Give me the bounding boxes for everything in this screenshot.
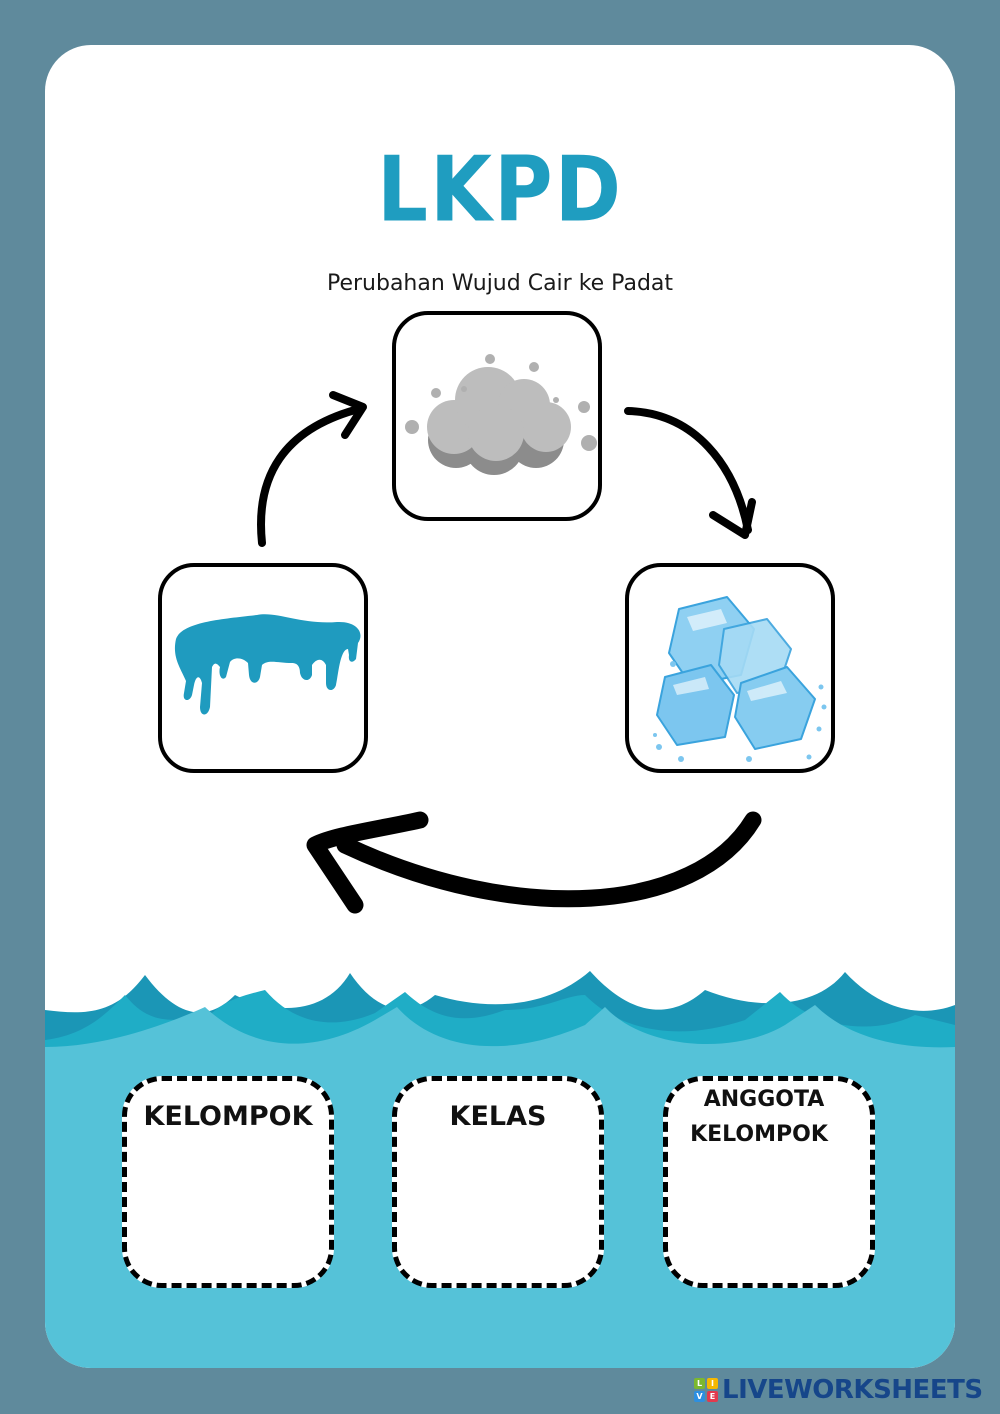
liveworksheets-logo-icon: L I V E <box>694 1378 718 1402</box>
liveworksheets-brand[interactable]: L I V E LIVEWORKSHEETS <box>694 1374 983 1406</box>
curved-arrow-left-icon <box>306 811 762 914</box>
dripping-liquid-icon <box>174 614 361 715</box>
worksheet-card: LKPD Perubahan Wujud Cair ke Padat <box>45 45 955 1368</box>
page-subtitle: Perubahan Wujud Cair ke Padat <box>326 271 674 296</box>
class-field-label: KELAS <box>449 1101 547 1132</box>
state-box-liquid <box>158 563 368 773</box>
group-members-label-line2: KELOMPOK <box>690 1122 828 1147</box>
cycle-arrows <box>257 391 762 914</box>
state-box-solid <box>625 563 835 773</box>
group-field[interactable]: KELOMPOK <box>122 1076 334 1288</box>
brand-name: LIVEWORKSHEETS <box>722 1375 983 1405</box>
class-field[interactable]: KELAS <box>392 1076 604 1288</box>
group-members-label-line1: ANGGOTA <box>703 1087 825 1112</box>
group-field-label: KELOMPOK <box>143 1101 313 1132</box>
wave-decoration <box>45 971 955 1080</box>
curved-arrow-up-right-icon <box>257 391 367 547</box>
ice-cubes-icon <box>653 596 827 762</box>
curved-arrow-down-right-icon <box>624 407 756 539</box>
group-members-field[interactable]: ANGGOTA KELOMPOK <box>663 1076 875 1288</box>
state-box-gas <box>392 311 602 521</box>
page-title: LKPD <box>376 137 623 242</box>
cloud-icon <box>405 354 597 475</box>
